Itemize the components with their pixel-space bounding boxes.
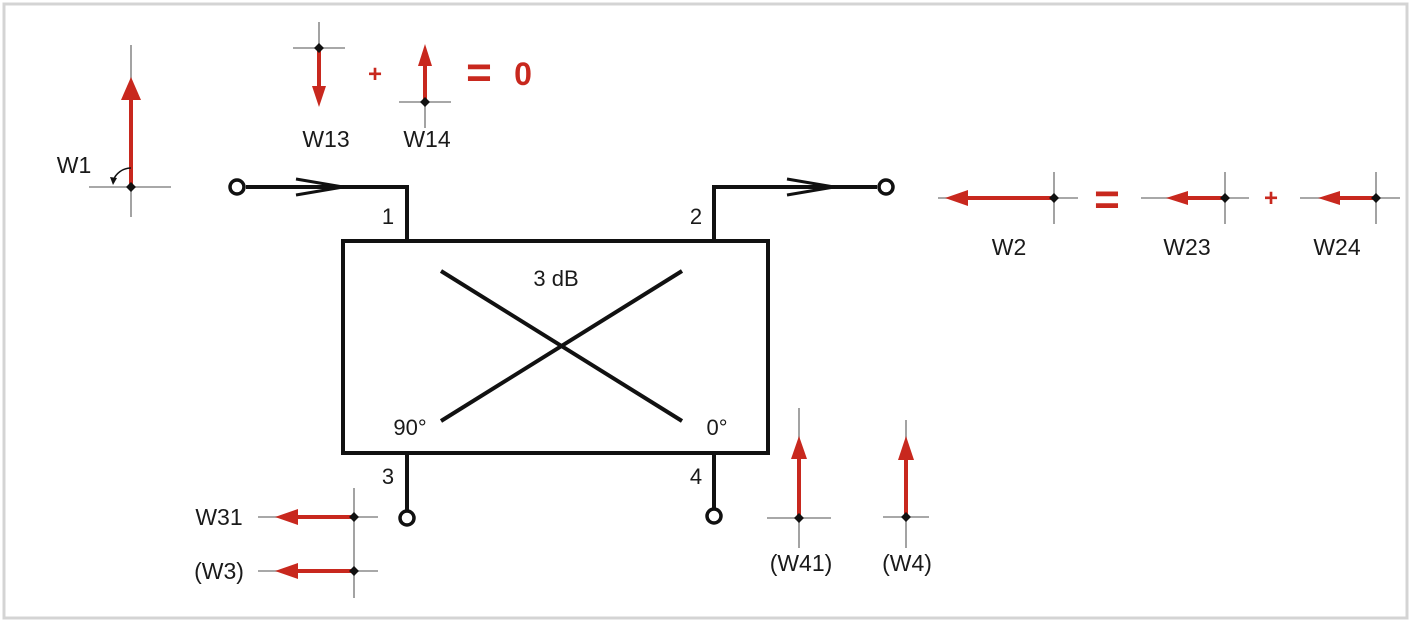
w3-label: (W3) (194, 558, 244, 584)
port-2-signal-arrow (786, 177, 835, 197)
w2-arrowhead (945, 190, 968, 206)
w24-arrowhead (1318, 191, 1340, 205)
w13-arrowhead (312, 86, 326, 107)
port-3-terminal (398, 509, 416, 527)
phasor-w41: (W41) (767, 408, 832, 576)
w14-label: W14 (403, 126, 451, 152)
w1-label: W1 (57, 152, 92, 178)
w2-label: W2 (992, 234, 1027, 260)
port-1-terminal (228, 178, 246, 196)
phasor-w31: W31 (195, 488, 378, 544)
port-4-label: 4 (690, 464, 702, 489)
port-1-label: 1 (382, 204, 394, 229)
phasor-w3: (W3) (194, 544, 378, 598)
w31-arrowhead (275, 509, 298, 525)
port-1: 1 (228, 177, 409, 241)
phasor-w2: W2 (938, 172, 1078, 260)
w41-label: (W41) (770, 550, 833, 576)
phasor-w23: W23 (1141, 172, 1249, 260)
w14-arrowhead (418, 44, 432, 66)
w4-label: (W4) (882, 550, 932, 576)
phasor-w13: W13 (293, 22, 350, 152)
w23-arrowhead (1166, 191, 1188, 205)
w24-label: W24 (1313, 234, 1361, 260)
w41-arrowhead (791, 436, 807, 459)
w23-label: W23 (1163, 234, 1210, 260)
port-1-signal-arrow (295, 177, 344, 197)
phasor-w4: (W4) (882, 420, 932, 576)
port-1-wire (246, 185, 409, 241)
w1-arrowhead (121, 77, 141, 100)
w4-arrowhead (898, 436, 914, 460)
cross-line-b (439, 269, 684, 423)
port-2-terminal (877, 178, 895, 196)
result-zero: 0 (514, 56, 532, 92)
plus-sign-right: + (1264, 185, 1278, 212)
port-4-terminal (705, 507, 723, 525)
port-3: 3 (382, 453, 416, 527)
phasor-w14: W14 (399, 44, 451, 152)
coupler-box (341, 239, 770, 455)
port-3-label: 3 (382, 464, 394, 489)
port-2-wire (712, 185, 877, 241)
w13-label: W13 (302, 126, 349, 152)
coupler-label: 3 dB (533, 266, 578, 291)
port-2: 2 (690, 177, 895, 241)
phase-0-label: 0° (706, 415, 727, 440)
w3-arrowhead (275, 563, 298, 579)
plus-sign-top: + (368, 61, 382, 88)
phasor-w1: W1 (57, 45, 171, 217)
w31-label: W31 (195, 504, 242, 530)
coupler-component: 3 dB 90° 0° (341, 239, 770, 455)
equation-top: W13 + W14 = 0 (293, 22, 532, 152)
port-2-label: 2 (690, 204, 702, 229)
port-4: 4 (690, 453, 723, 525)
equals-sign-right: = (1094, 175, 1120, 224)
equals-sign-top: = (466, 48, 492, 97)
phasor-w24: W24 (1300, 172, 1400, 260)
equation-right: W2 = W23 + W24 (938, 172, 1400, 260)
phase-90-label: 90° (393, 415, 426, 440)
